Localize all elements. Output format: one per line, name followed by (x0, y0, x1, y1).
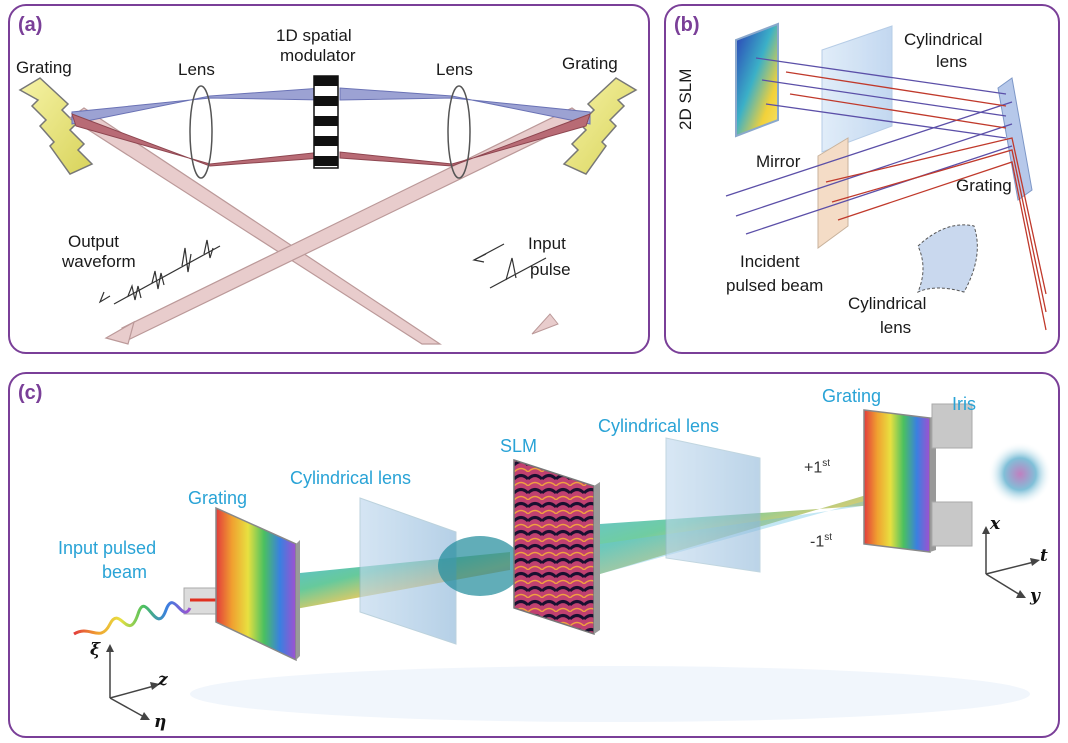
output-beam (68, 107, 442, 345)
axis-y-label: y (1030, 586, 1040, 606)
order-minus-label: -1st (810, 532, 833, 551)
cyl-lens-top-label-2: lens (936, 52, 968, 71)
cylindrical-lens-bottom (917, 224, 978, 293)
input-pulsed-beam-label-1: Input pulsed (58, 538, 157, 558)
order-plus-label: +1st (804, 458, 831, 477)
axes-left (109, 650, 155, 719)
lens-right-label: Lens (436, 60, 473, 79)
axes-right (985, 532, 1035, 597)
panel-b-diagram (725, 22, 1047, 331)
axis-z-label: z (158, 670, 168, 690)
grating-left (215, 506, 297, 662)
slm-c (513, 458, 595, 636)
right-grating (562, 77, 638, 175)
incident-label-1: Incident (740, 252, 800, 271)
cylindrical-lens-right (665, 437, 761, 573)
panel-a-label: (a) (18, 14, 43, 36)
input-label-1: Input (528, 234, 566, 253)
mirror-label: Mirror (756, 152, 801, 171)
spatial-modulator (313, 75, 339, 169)
incident-label-2: pulsed beam (726, 276, 824, 295)
cyl-lens-bottom-label-2: lens (880, 318, 912, 337)
axis-t-label: t (1040, 546, 1048, 566)
output-label-2: waveform (62, 252, 136, 271)
panel-a-pulse-shaper: (a) Grating Grating Lens Lens 1D spatial… (8, 4, 650, 354)
axis-x-label: x (990, 514, 1001, 534)
input-beam-cylinder (73, 587, 228, 636)
grating-left-label: Grating (16, 58, 72, 77)
blue-beam-left (71, 87, 323, 125)
panel-c-spatiotemporal-shaper: (c) Input pulsed beam Grating Cylindrica… (8, 372, 1060, 738)
axis-eta-label: η (154, 712, 167, 732)
panel-c-label: (c) (18, 382, 43, 404)
iris (931, 403, 1052, 547)
grating-right (863, 409, 931, 553)
left-lens (189, 85, 213, 179)
output-waveform-icon (98, 239, 221, 305)
modulator-label-1: 1D spatial (276, 26, 352, 45)
axis-xi-label: ξ (90, 640, 101, 660)
modulator-label-2: modulator (280, 46, 356, 65)
grating-right-label-c: Grating (822, 386, 882, 406)
cylindrical-lens-left (359, 497, 457, 645)
right-lens (447, 85, 471, 179)
left-grating (18, 77, 94, 175)
grating-right-label: Grating (562, 54, 618, 73)
input-pulse-icon (472, 243, 547, 289)
panel-b-2d-shaper: (b) 2D SLM Cylindrical lens Mirror Grati… (664, 4, 1060, 354)
grating-left-label-c: Grating (188, 488, 248, 508)
cylindrical-lens-top (821, 25, 893, 153)
panel-a-diagram (18, 75, 638, 345)
input-pulsed-beam-label-2: beam (102, 562, 148, 582)
cyl-lens-bottom-label-1: Cylindrical (848, 294, 927, 313)
input-label-2: pulse (530, 260, 571, 279)
output-label-1: Output (68, 232, 120, 251)
cyl-lens-top-label-1: Cylindrical (904, 30, 983, 49)
slm-label-c: SLM (500, 436, 538, 456)
cyl-lens-right-label: Cylindrical lens (598, 416, 720, 436)
panel-b-label: (b) (674, 14, 700, 36)
grating-b-label: Grating (956, 176, 1012, 195)
iris-label: Iris (952, 394, 976, 414)
panel-c-diagram (73, 403, 1052, 722)
slm-2d (735, 22, 779, 138)
red-beams (785, 71, 1047, 331)
slm-2d-label: 2D SLM (676, 68, 695, 130)
mirror (817, 137, 849, 249)
lens-left-label: Lens (178, 60, 215, 79)
cyl-lens-left-label: Cylindrical lens (290, 468, 412, 488)
